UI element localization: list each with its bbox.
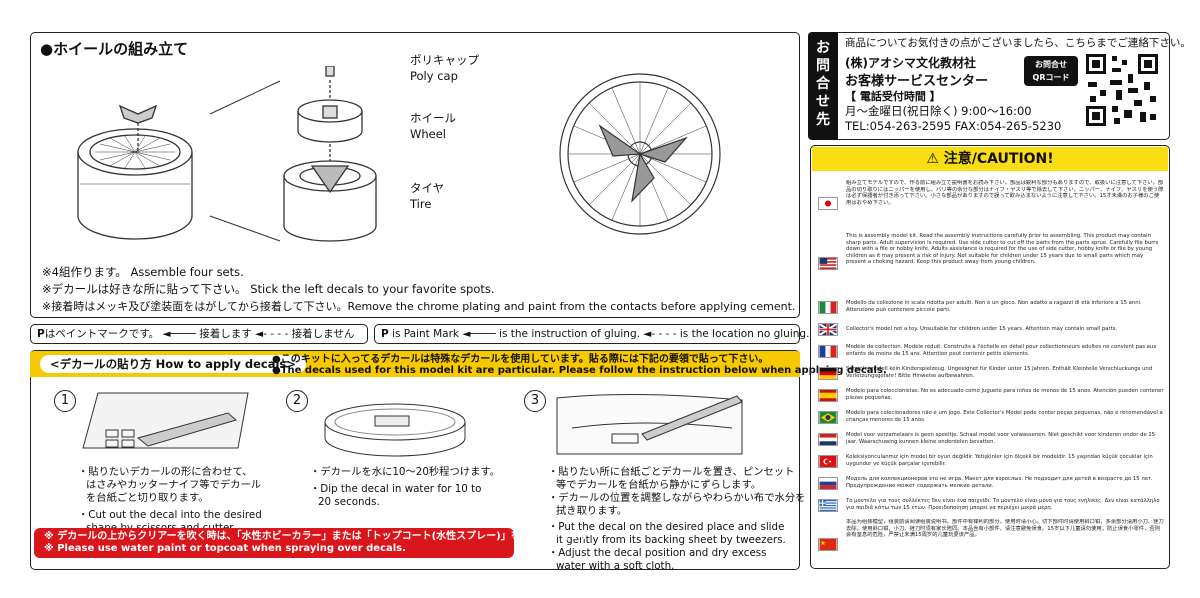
polycap-label: ポリキャップ Poly cap — [410, 53, 479, 83]
step2-water-dish-image — [324, 403, 466, 457]
flag-spain-icon — [818, 388, 838, 402]
assembled-wheel-image — [77, 104, 193, 240]
wheel-assembly-illustration — [77, 66, 721, 242]
flag-china-icon — [818, 537, 838, 551]
wheel-assembly-title: ●ホイールの組み立て — [40, 40, 189, 58]
caution-entry: Koleksiyonculanmız için model bir oyun d… — [818, 450, 1166, 472]
wheel-assembly-panel — [30, 32, 800, 318]
flag-russia-icon — [818, 476, 838, 490]
caution-entry: Modèle de collection. Modèle réduit. Con… — [818, 340, 1166, 362]
exploded-wheel-image — [283, 66, 377, 242]
step-number: 3 — [524, 390, 546, 412]
tire-label: タイヤ Tire — [410, 181, 445, 211]
wheel-front-view — [559, 73, 721, 235]
caution-panel — [810, 145, 1170, 569]
caution-entry: Model voor verzamelaars is geen speeltje… — [818, 428, 1166, 450]
step-number: 1 — [54, 390, 76, 412]
caution-entry: Το μοντέλο για τους συλλέκτες δεν είναι … — [818, 494, 1166, 516]
decal-intro: ●このキットに入ってるデカールは特殊なデカールを使用しています。貼る際には下記の… — [272, 354, 887, 376]
step-number: 2 — [286, 390, 308, 412]
step1-text: ・貼りたいデカールの形に合わせて、 はさみやカッターナイフ等でデカール を台紙ご… — [78, 466, 262, 534]
legend-jp: Pはペイントマークです。 ◄──── 接着します ◄- - - - 接着しません — [30, 324, 368, 344]
flag-uk-icon — [818, 322, 838, 336]
step3-apply-decal-image — [556, 393, 743, 455]
caution-entry: This is assembly model kit. Read the ass… — [818, 230, 1166, 296]
caution-list: 組み立てモデルですので、作る前に組み立て説明書をお読み下さい。部品は鋭利な部分も… — [818, 176, 1166, 572]
flag-turkey-icon — [818, 454, 838, 468]
caution-entry: Collector's model not a toy. Unsuitable … — [818, 318, 1166, 340]
caution-header: ⚠ 注意/CAUTION! — [812, 147, 1168, 171]
caution-entry: 組み立てモデルですので、作る前に組み立て説明書をお読み下さい。部品は鋭利な部分も… — [818, 176, 1166, 230]
wheel-label: ホイール Wheel — [410, 111, 456, 141]
decal-warning-banner: ※ デカールの上からクリアーを吹く時は、「水性ホビーカラー」または「トップコート… — [34, 528, 591, 558]
wheel-note: ※接着時はメッキ及び塗装面をはがしてから接着して下さい。Remove the c… — [42, 300, 796, 313]
flag-italy-icon — [818, 300, 838, 314]
flag-greece-icon — [818, 498, 838, 512]
no-glue-arrow-icon: ◄- - - - — [643, 328, 680, 340]
glue-arrow-icon: ◄──── — [162, 328, 200, 340]
glue-arrow-icon: ◄──── — [462, 328, 500, 340]
caution-entry: 本品为组装模型，组装前请阅读组装说明书。部件中有锋利的部分，使用时请小心。切下部… — [818, 516, 1166, 572]
wheel-note: ※4組作ります。 Assemble four sets. — [42, 265, 244, 279]
flag-netherlands-icon — [818, 432, 838, 446]
step3-text: ・貼りたい所に台紙ごとデカールを置き、ピンセット 等でデカールを台紙から静かにず… — [548, 466, 806, 572]
qr-label-badge: お問合せ QRコード — [1024, 56, 1078, 86]
legend-en: P is Paint Mark ◄──── is the instruction… — [374, 324, 809, 344]
flag-japan-icon — [818, 196, 838, 210]
hours-label: 【 電話受付時間 】 — [845, 90, 941, 103]
flag-brazil-icon — [818, 410, 838, 424]
service-center-name: お客様サービスセンター — [845, 74, 989, 89]
decal-title: <デカールの貼り方 How to apply decals> — [40, 355, 306, 373]
step1-cut-decal-image — [82, 392, 249, 449]
contact-side-label: お 問 合 せ 先 — [808, 32, 838, 140]
caution-entry: Модель для коллекционеров это не игра. М… — [818, 472, 1166, 494]
flag-usa-icon — [818, 256, 838, 270]
caution-entry: Modelo para colecionadores não é um jogo… — [818, 406, 1166, 428]
wheel-notes: ※4組作ります。 Assemble four sets. ※デカールは好きな所に… — [42, 264, 795, 315]
caution-entry: Modello da collezione in scala ridotta p… — [818, 296, 1166, 318]
caution-entry: Sammlermodell kein Kinderspielzeug. Unge… — [818, 362, 1166, 384]
qr-code-icon[interactable] — [1084, 52, 1160, 128]
flag-germany-icon — [818, 366, 838, 380]
company-name: (株)アオシマ文化教材社 — [845, 56, 976, 70]
caution-entry: Modelo para coleccionistas. No es adecua… — [818, 384, 1166, 406]
service-hours: 月～金曜日(祝日除く) 9:00～16:00 — [845, 104, 1032, 118]
step2-text: ・デカールを水に10～20秒程つけます。 ・Dip the decal in w… — [310, 466, 500, 508]
phone-fax: TEL:054-263-2595 FAX:054-265-5230 — [845, 119, 1062, 133]
no-glue-arrow-icon: ◄- - - - — [255, 328, 292, 340]
flag-france-icon — [818, 344, 838, 358]
wheel-note: ※デカールは好きな所に貼って下さい。 Stick the left decals… — [42, 282, 495, 296]
decal-instructions-panel — [30, 350, 800, 570]
contact-intro: 商品についてお気付きの点がございましたら、こちらまでご連絡下さい。 — [845, 37, 1191, 49]
